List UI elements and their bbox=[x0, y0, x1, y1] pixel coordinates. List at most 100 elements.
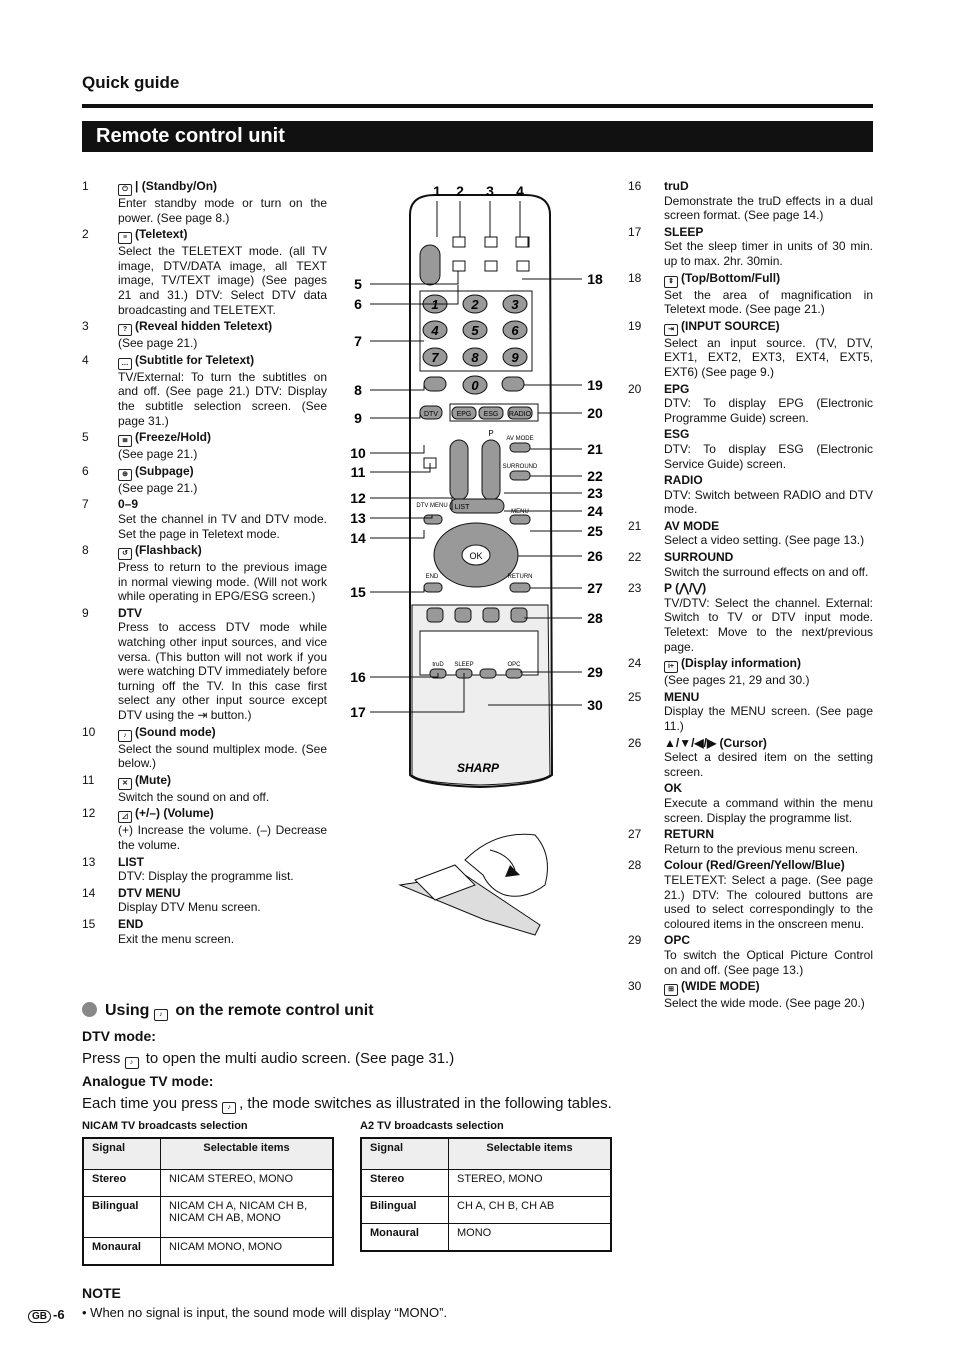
colour-button bbox=[510, 607, 528, 623]
hand-insertion-illustration bbox=[398, 833, 548, 936]
epg-button bbox=[451, 406, 477, 420]
item-number: 8 bbox=[82, 543, 89, 558]
number-key bbox=[462, 294, 488, 314]
item-description: Set the channel in TV and DTV mode. Set … bbox=[118, 511, 327, 541]
callout-line bbox=[370, 413, 421, 419]
items-cell: CH A, CH B, CH AB bbox=[448, 1196, 612, 1224]
ok-button bbox=[461, 544, 491, 566]
item-title: P (⋀/⋁) bbox=[664, 581, 873, 596]
item-description: Set the sleep timer in units of 30 min. … bbox=[664, 239, 873, 268]
item-number: 13 bbox=[82, 854, 96, 869]
item-description: Select the wide mode. (See page 20.) bbox=[664, 996, 865, 1011]
item-description: (+) Increase the volume. (–) Decrease th… bbox=[118, 823, 327, 852]
item-description: Set the area of magnification in Teletex… bbox=[664, 287, 873, 317]
item-title-text: (Subtitle for Teletext) bbox=[135, 352, 255, 367]
items-cell: NICAM CH A, NICAM CH B, NICAM CH AB, MON… bbox=[160, 1196, 334, 1238]
using-section-heading: Using ♪ on the remote control unit bbox=[82, 1002, 374, 1021]
item-number: 19 bbox=[628, 318, 642, 333]
radio-button bbox=[507, 406, 533, 420]
callout-number: 1 bbox=[433, 183, 441, 199]
item-description: Press to return to the previous image in… bbox=[118, 560, 327, 604]
item-description: Select a desired item on the setting scr… bbox=[664, 750, 873, 779]
table-header: Signal bbox=[82, 1137, 161, 1170]
item-title-text: OK bbox=[664, 781, 682, 796]
number-key bbox=[422, 320, 448, 340]
items-cell: MONO bbox=[448, 1223, 612, 1252]
dtv-mode-text: Press ♪ to open the multi audio screen. … bbox=[82, 1050, 455, 1069]
item-title: OK bbox=[664, 781, 873, 796]
item-title-text: (+/–) (Volume) bbox=[135, 806, 214, 821]
number-key bbox=[462, 320, 488, 340]
list-item: 11✕(Mute)Switch the sound on and off. bbox=[82, 773, 327, 805]
item-description: TV/DTV: Select the channel. External: Sw… bbox=[664, 595, 873, 654]
item-description: Display DTV Menu screen. bbox=[118, 900, 261, 915]
teletext-button bbox=[484, 236, 498, 248]
item-title: ⏻| (Standby/On) bbox=[118, 179, 327, 196]
item-title: ◿(+/–) (Volume) bbox=[118, 806, 327, 824]
dtv-mode-heading: DTV mode: bbox=[82, 1028, 156, 1044]
callout-line bbox=[370, 530, 425, 539]
button-icon: ≣ bbox=[118, 435, 132, 448]
callout-number: 30 bbox=[587, 697, 603, 713]
number-key bbox=[502, 347, 528, 367]
number-key-label: 2 bbox=[470, 297, 479, 312]
item-title-text: SLEEP bbox=[664, 224, 704, 239]
number-key bbox=[502, 294, 528, 314]
list-item: 30⊞(WIDE MODE)Select the wide mode. (See… bbox=[628, 979, 873, 1011]
colour-button bbox=[454, 607, 472, 623]
button-icon: ? bbox=[118, 324, 132, 337]
dtv-label: DTV bbox=[424, 411, 438, 418]
number-key-label: 4 bbox=[430, 323, 439, 338]
power-button bbox=[419, 244, 441, 286]
surround-label: SURROUND bbox=[503, 464, 538, 470]
callout-line bbox=[370, 271, 459, 285]
number-key bbox=[422, 347, 448, 367]
item-number: 14 bbox=[82, 885, 96, 900]
item-title: END bbox=[118, 917, 327, 932]
item-title-text: RADIO bbox=[664, 473, 703, 488]
item-title: ⊞(WIDE MODE) bbox=[664, 979, 873, 997]
item-description: TV/External: To turn the subtitles on an… bbox=[118, 369, 327, 428]
list-item: 18⇕(Top/Bottom/Full)Set the area of magn… bbox=[628, 271, 873, 317]
item-title: RADIO bbox=[664, 473, 873, 488]
item-title-text: OPC bbox=[664, 933, 691, 948]
callout-number: 21 bbox=[587, 441, 603, 457]
item-title-text: P (⋀/⋁) bbox=[664, 581, 707, 596]
callout-number: 11 bbox=[351, 464, 366, 480]
item-title: Colour (Red/Green/Yellow/Blue) bbox=[664, 858, 873, 873]
item-title-text: (Reveal hidden Teletext) bbox=[135, 319, 273, 334]
item-title: ✕(Mute) bbox=[118, 773, 327, 790]
item-description: DTV: Display the programme list. bbox=[118, 869, 294, 884]
item-title: …(Subtitle for Teletext) bbox=[118, 353, 327, 370]
item-title: DTV bbox=[118, 606, 327, 621]
item-number: 3 bbox=[82, 319, 89, 334]
item-number: 15 bbox=[82, 916, 96, 931]
item-number: 10 bbox=[82, 724, 96, 739]
subtitle-button bbox=[515, 236, 529, 248]
list-item: 26▲/▼/◀/▶ (Cursor)Select a desired item … bbox=[628, 736, 873, 780]
button-icon: ⇥ bbox=[664, 323, 678, 336]
signal-cell: Bilingual bbox=[82, 1196, 161, 1238]
teletext-button bbox=[452, 236, 466, 248]
number-key-label: 8 bbox=[471, 350, 479, 365]
callout-number: 7 bbox=[354, 333, 362, 349]
table-header: Selectable items bbox=[448, 1137, 612, 1170]
sound-mode-icon: ♪ bbox=[124, 1057, 139, 1069]
callout-number: 8 bbox=[354, 382, 362, 398]
callout-number: 24 bbox=[587, 503, 603, 519]
item-title: MENU bbox=[664, 690, 873, 705]
button-icon: ⊕ bbox=[118, 468, 132, 481]
item-description: To switch the Optical Picture Control on… bbox=[664, 947, 873, 977]
volume-rocker bbox=[449, 439, 469, 501]
teletext-button bbox=[452, 260, 466, 272]
item-description: Select a video setting. (See page 13.) bbox=[664, 533, 865, 548]
number-key bbox=[462, 375, 488, 395]
list-item: 12◿(+/–) (Volume)(+) Increase the volume… bbox=[82, 806, 327, 852]
